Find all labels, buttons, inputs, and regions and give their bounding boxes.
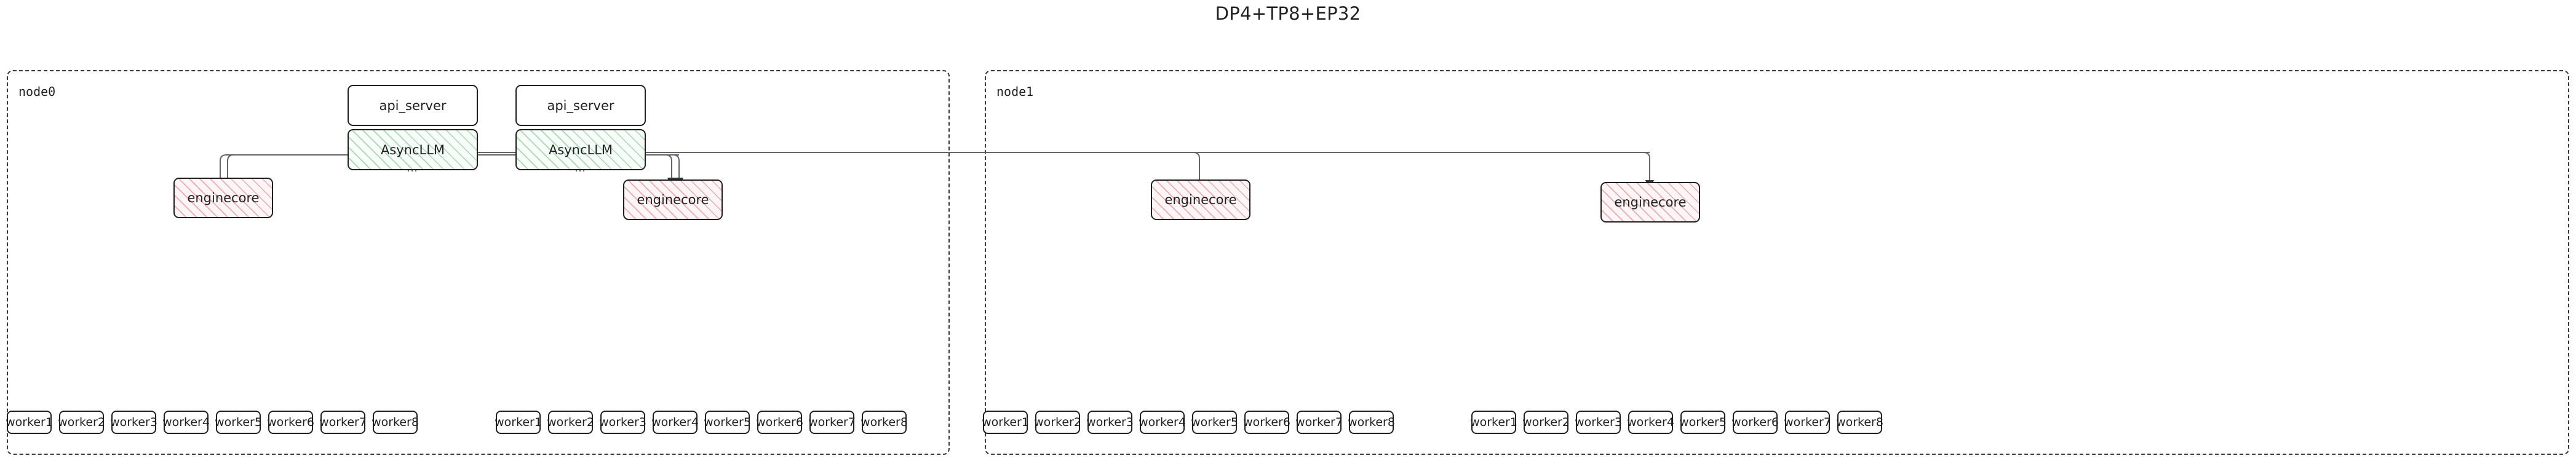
enginecore-box-0[interactable]: enginecore xyxy=(173,178,273,218)
worker-box[interactable]: worker1 xyxy=(6,411,53,434)
cluster-node1 xyxy=(985,70,2569,455)
worker-box[interactable]: worker1 xyxy=(1470,411,1517,434)
api-server-box-1[interactable]: api_server xyxy=(515,85,646,126)
worker-box[interactable]: worker8 xyxy=(1348,411,1395,434)
worker-box[interactable]: worker7 xyxy=(319,411,367,434)
worker-box[interactable]: worker8 xyxy=(861,411,908,434)
worker-box[interactable]: worker4 xyxy=(651,411,699,434)
worker-box[interactable]: worker2 xyxy=(1522,411,1570,434)
worker-box[interactable]: worker5 xyxy=(1191,411,1238,434)
enginecore-box-3[interactable]: enginecore xyxy=(1600,182,1700,223)
worker-box[interactable]: worker2 xyxy=(1034,411,1081,434)
page-title: DP4+TP8+EP32 xyxy=(1215,3,1361,24)
enginecore-box-2[interactable]: enginecore xyxy=(1151,179,1250,220)
worker-box[interactable]: worker3 xyxy=(1086,411,1134,434)
cluster-node0-label: node0 xyxy=(18,84,56,99)
worker-box[interactable]: worker4 xyxy=(162,411,210,434)
async-llm-box-0[interactable]: AsyncLLM xyxy=(348,129,478,170)
worker-box[interactable]: worker2 xyxy=(547,411,594,434)
worker-box[interactable]: worker7 xyxy=(1295,411,1343,434)
worker-box[interactable]: worker6 xyxy=(1731,411,1779,434)
worker-box[interactable]: worker7 xyxy=(808,411,856,434)
worker-box[interactable]: worker3 xyxy=(599,411,646,434)
worker-box[interactable]: worker7 xyxy=(1784,411,1831,434)
worker-box[interactable]: worker8 xyxy=(1836,411,1883,434)
worker-box[interactable]: worker8 xyxy=(372,411,419,434)
worker-box[interactable]: worker5 xyxy=(1679,411,1727,434)
cluster-node0 xyxy=(7,70,950,455)
enginecore-box-1[interactable]: enginecore xyxy=(623,179,723,220)
worker-box[interactable]: worker2 xyxy=(58,411,105,434)
worker-box[interactable]: worker4 xyxy=(1627,411,1674,434)
api-server-box-0[interactable]: api_server xyxy=(348,85,478,126)
worker-box[interactable]: worker6 xyxy=(756,411,803,434)
worker-box[interactable]: worker5 xyxy=(704,411,751,434)
async-llm-box-1[interactable]: AsyncLLM xyxy=(515,129,646,170)
worker-box[interactable]: worker6 xyxy=(267,411,314,434)
cluster-node1-label: node1 xyxy=(996,84,1034,99)
worker-box[interactable]: worker3 xyxy=(1575,411,1622,434)
worker-box[interactable]: worker1 xyxy=(982,411,1029,434)
worker-box[interactable]: worker3 xyxy=(110,411,157,434)
worker-box[interactable]: worker6 xyxy=(1243,411,1290,434)
worker-box[interactable]: worker4 xyxy=(1139,411,1186,434)
worker-box[interactable]: worker5 xyxy=(215,411,262,434)
worker-box[interactable]: worker1 xyxy=(495,411,542,434)
